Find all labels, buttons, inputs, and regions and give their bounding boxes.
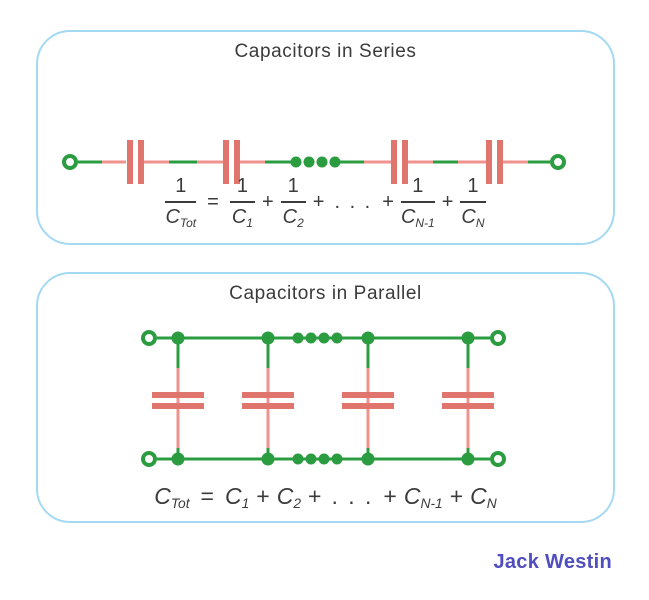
fraction-denominator: CN-1 (400, 206, 435, 230)
series-panel-title: Capacitors in Series (234, 41, 417, 62)
capacitor-icon (152, 392, 204, 409)
series-circuit-diagram (62, 140, 566, 184)
series-panel: Capacitors in Series (36, 30, 615, 245)
plus-sign: + (256, 483, 270, 509)
plus-sign: + (308, 483, 322, 509)
plus-sign: + (382, 190, 394, 213)
fraction-c2: 1 C2 (280, 175, 306, 230)
capacitor-icon (442, 392, 494, 409)
ellipsis-text: . . . (331, 483, 374, 509)
parallel-equation: CTot = C1 + C2 + . . . + CN-1 + CN (38, 483, 613, 512)
fraction-numerator: 1 (400, 175, 435, 203)
series-capacitors (127, 140, 503, 184)
plus-sign: + (449, 483, 464, 509)
term-ctot: CTot (154, 483, 190, 512)
parallel-circuit-diagram (141, 330, 506, 467)
equals-sign: = (200, 483, 214, 509)
term-cn-1: CN-1 (403, 483, 443, 512)
ellipsis-text: . . . (334, 190, 373, 213)
series-equation: 1 CTot = 1 C1 + 1 C2 + . . . + 1 CN-1 + … (38, 175, 613, 229)
junction-dots (171, 331, 475, 466)
fraction-denominator: C1 (231, 206, 253, 230)
fraction-denominator: CN (461, 206, 485, 230)
capacitor-icon (223, 140, 240, 184)
fraction-denominator: C2 (282, 206, 304, 230)
equals-sign: = (207, 190, 219, 213)
terminal-top-right-icon (490, 330, 506, 346)
term-cn: CN (470, 483, 497, 512)
ellipsis-dots-icon (292, 332, 343, 465)
fraction-ctot: 1 CTot (165, 175, 197, 230)
capacitor-icon (342, 392, 394, 409)
capacitor-branch (342, 338, 394, 459)
terminal-top-left-icon (141, 330, 157, 346)
brand-label: Jack Westin (493, 551, 612, 573)
parallel-branches (152, 338, 494, 459)
plus-sign: + (383, 483, 397, 509)
terminal-bottom-right-icon (490, 451, 506, 467)
terminal-bottom-left-icon (141, 451, 157, 467)
capacitor-icon (242, 392, 294, 409)
terminal-left-icon (62, 154, 78, 170)
fraction-numerator: 1 (460, 175, 486, 203)
fraction-cn-1: 1 CN-1 (400, 175, 435, 230)
plus-sign: + (441, 190, 454, 213)
capacitor-icon (486, 140, 503, 184)
fraction-c1: 1 C1 (229, 175, 255, 230)
capacitor-branch (242, 338, 294, 459)
capacitor-branch (152, 338, 204, 459)
fraction-numerator: 1 (229, 175, 255, 203)
term-c1: C1 (224, 483, 250, 512)
ellipsis-dots-icon (290, 156, 341, 168)
capacitor-icon (391, 140, 408, 184)
capacitor-branch (442, 338, 494, 459)
capacitor-icon (127, 140, 144, 184)
fraction-denominator: CTot (165, 206, 197, 230)
plus-sign: + (261, 190, 274, 213)
fraction-cn: 1 CN (460, 175, 486, 230)
parallel-rails (157, 336, 490, 461)
term-c2: C2 (276, 483, 302, 512)
parallel-panel-title: Capacitors in Parallel (229, 283, 422, 304)
fraction-numerator: 1 (280, 175, 306, 203)
plus-sign: + (312, 190, 325, 213)
parallel-panel: Capacitors in Parallel (36, 272, 615, 523)
fraction-numerator: 1 (165, 175, 197, 203)
terminal-right-icon (550, 154, 566, 170)
